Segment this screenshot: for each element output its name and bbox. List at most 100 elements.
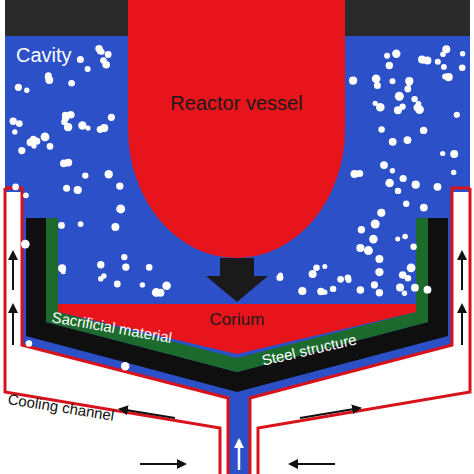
bubble: [374, 82, 381, 89]
bubble: [105, 51, 112, 58]
bubble: [313, 265, 320, 272]
bubble: [385, 179, 394, 188]
bubble: [97, 126, 104, 133]
bubble: [41, 133, 50, 142]
node-label: Reactor vessel: [128, 92, 345, 115]
bubble: [298, 287, 306, 295]
bubble: [140, 282, 145, 287]
bubble: [375, 268, 383, 276]
bubble: [356, 244, 364, 252]
bubble: [380, 161, 388, 169]
bubble: [441, 64, 447, 70]
bubble: [420, 127, 427, 134]
bubble: [376, 289, 383, 296]
bubble: [459, 65, 466, 72]
bubble: [404, 136, 412, 144]
bubble: [407, 263, 416, 272]
bubble: [358, 226, 365, 233]
bubble: [30, 136, 37, 143]
bubble: [390, 78, 396, 84]
bubble: [376, 103, 385, 112]
bubble: [372, 74, 381, 83]
bubble: [322, 264, 327, 269]
bubble: [384, 53, 390, 59]
flow-arrows: [13, 252, 462, 464]
bubble: [99, 49, 105, 55]
bubble: [116, 204, 125, 213]
bubble: [63, 185, 70, 192]
bubble: [162, 282, 171, 291]
bubble: [414, 104, 421, 111]
bubble: [378, 126, 384, 132]
bubble: [101, 273, 106, 278]
bubble: [396, 284, 404, 292]
bubble: [395, 92, 404, 101]
bubble: [330, 286, 336, 292]
bubble: [23, 192, 29, 198]
bubble: [16, 120, 23, 127]
bubble: [410, 244, 416, 250]
bubble: [12, 129, 17, 134]
concrete-slab: [345, 0, 470, 36]
bubble: [377, 209, 385, 217]
bubble: [345, 275, 352, 282]
bubble: [435, 59, 441, 65]
bubble: [278, 273, 283, 278]
bubble: [116, 182, 123, 189]
bubble: [152, 288, 161, 297]
bubble: [58, 222, 65, 229]
bubble: [404, 86, 411, 93]
bubble: [392, 50, 400, 58]
bubble: [317, 288, 324, 295]
bubble: [424, 286, 432, 294]
bubble: [309, 270, 317, 278]
bubble: [375, 255, 383, 263]
bubble: [349, 77, 357, 85]
bubble: [434, 183, 442, 191]
bubble: [24, 88, 29, 93]
bubble: [122, 264, 129, 271]
bubble: [371, 220, 380, 229]
bubble: [60, 160, 68, 168]
bubble: [369, 235, 378, 244]
bubble: [395, 237, 400, 242]
region-label: Cavity: [16, 44, 72, 67]
bubble: [22, 367, 29, 374]
bubble: [68, 80, 75, 87]
bubble: [440, 151, 445, 156]
channel-label: Cooling channel: [7, 390, 116, 424]
bubble: [121, 362, 129, 370]
bubble: [12, 184, 19, 191]
bubble: [26, 340, 33, 347]
bubble: [58, 264, 66, 272]
bubble: [450, 150, 458, 158]
reactor-vessel: Reactor vessel: [128, 0, 345, 258]
bubble: [105, 170, 113, 178]
bubble: [440, 52, 446, 58]
inflow-arrow: [238, 440, 241, 470]
bubble: [97, 261, 104, 268]
bubble: [21, 240, 30, 249]
bubble: [389, 138, 397, 146]
bubble: [337, 276, 344, 283]
bubble: [423, 57, 431, 65]
bubble: [114, 281, 121, 288]
bubble: [146, 264, 153, 271]
bubble: [411, 96, 417, 102]
bubble: [460, 51, 465, 56]
bubble: [108, 114, 115, 121]
bubble: [451, 170, 456, 175]
bubble: [405, 77, 413, 85]
bubble: [405, 275, 412, 282]
falling-arrow: [206, 258, 268, 302]
reactor-vessel-shape: [128, 0, 345, 258]
bubble: [47, 143, 54, 150]
bubble: [386, 62, 393, 69]
bubble: [394, 106, 402, 114]
bubble: [402, 291, 407, 296]
bubble: [412, 181, 420, 189]
bubble: [10, 118, 17, 125]
bubble: [356, 170, 363, 177]
bubble: [420, 204, 428, 212]
